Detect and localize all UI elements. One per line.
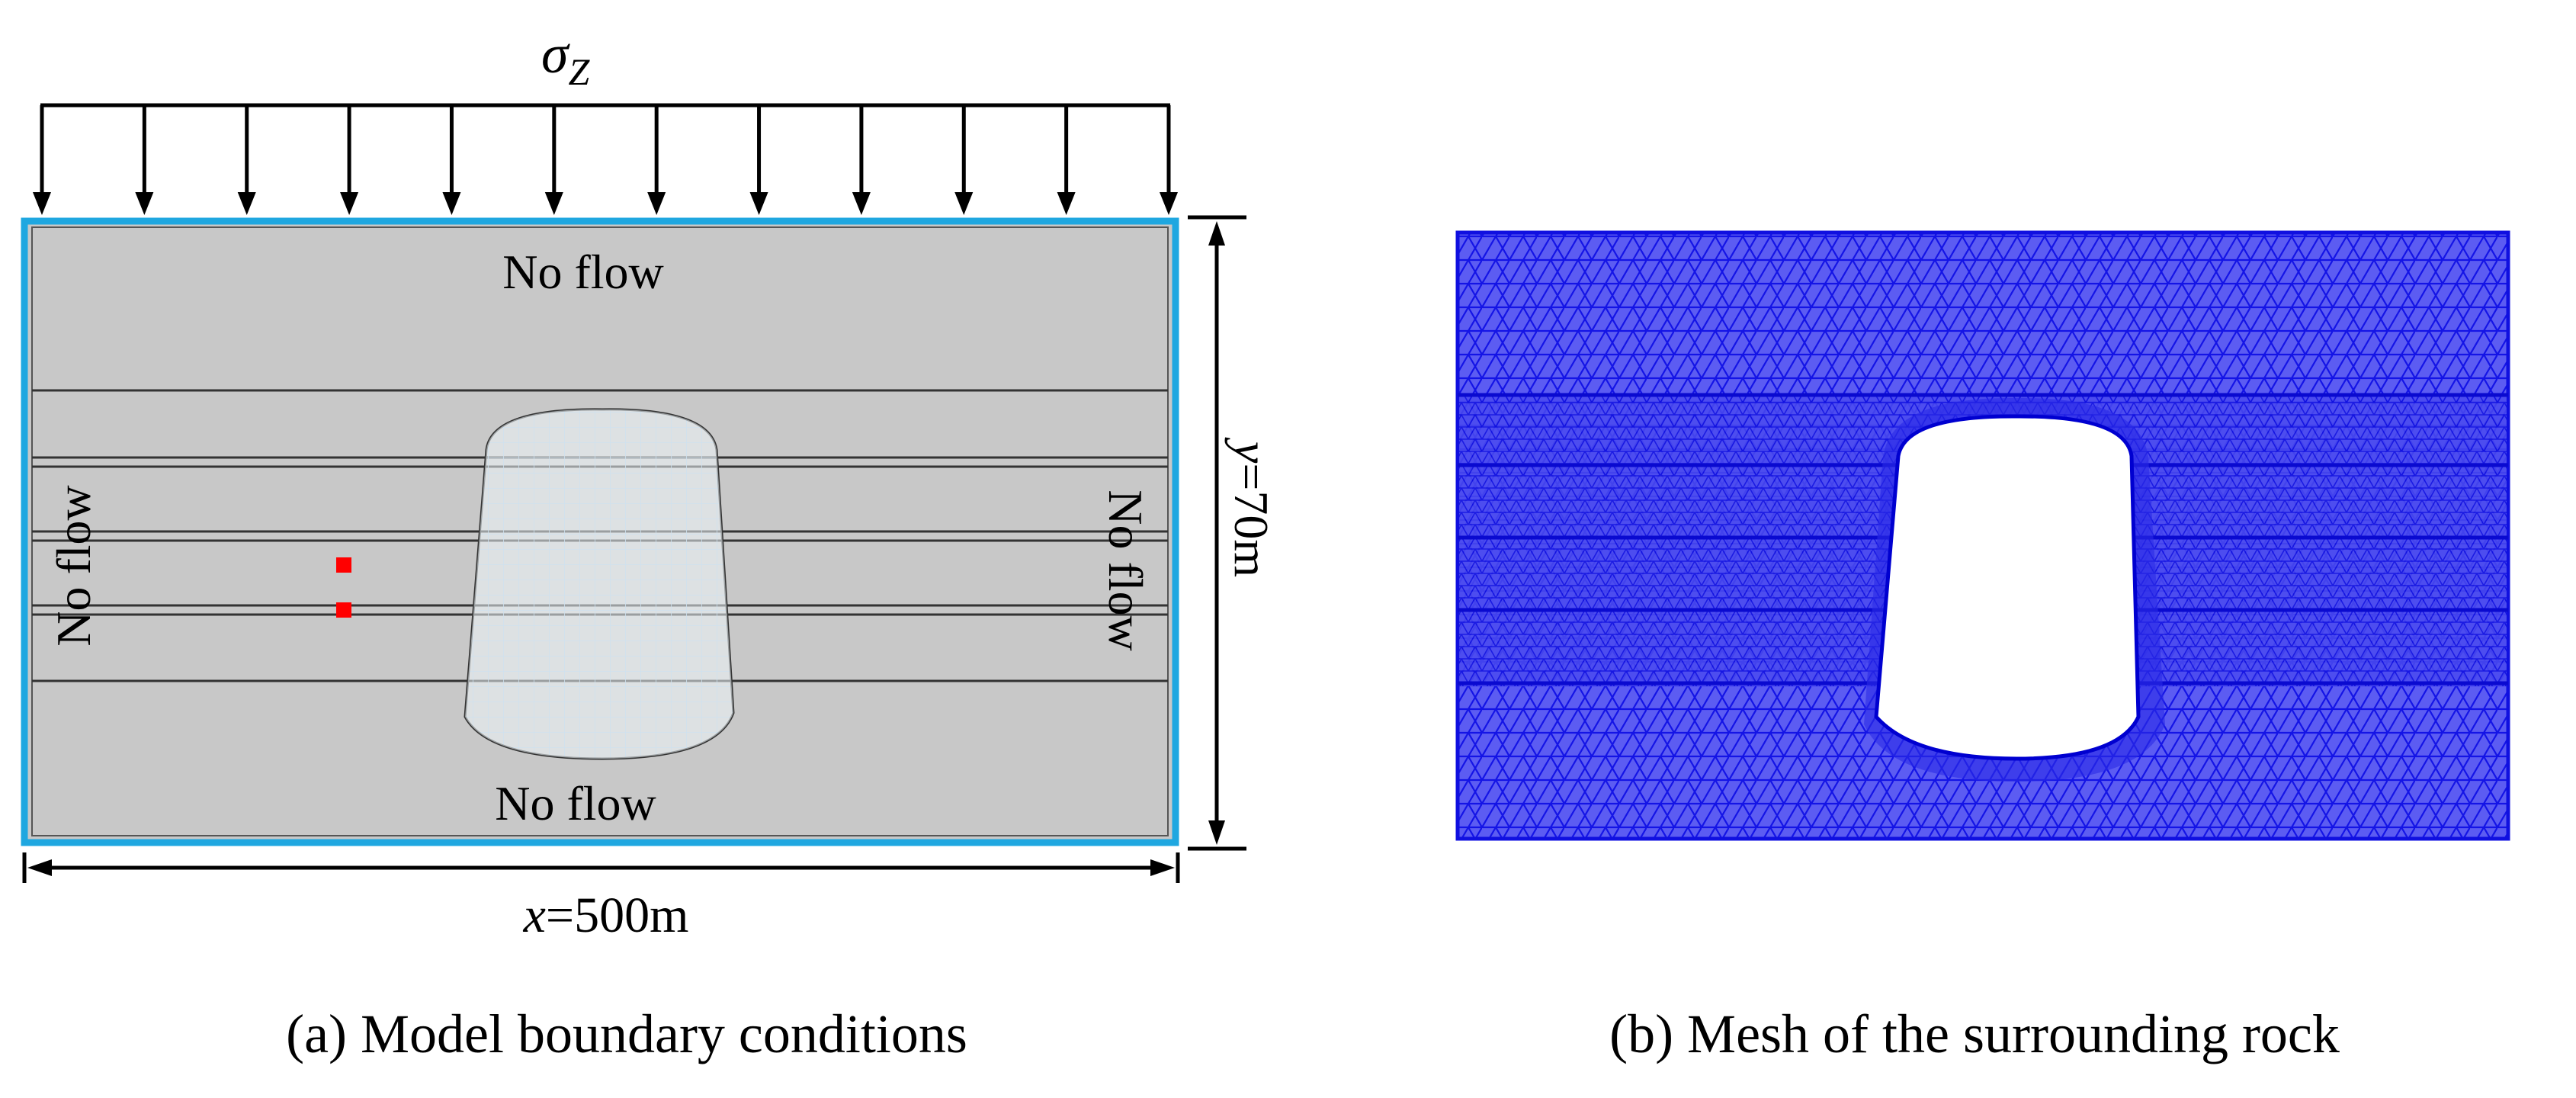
load-arrow-head [1057,192,1076,215]
load-label: σZ [541,24,591,93]
width-arrow-left [27,859,52,876]
height-arrow-top [1208,221,1225,246]
monitor-point-upper [336,557,351,573]
load-arrow-head [544,192,563,215]
monitor-point-lower [336,602,351,618]
width-arrow-right [1150,859,1175,876]
load-arrow-head [1160,192,1178,215]
excavation-fill [465,409,733,759]
panel-b-mesh: (b) Mesh of the surrounding rock [1455,230,2510,1064]
panel-a-model-boundary: σZ No flow No flow No flow No flow [21,24,1278,1064]
caption-b: (b) Mesh of the surrounding rock [1609,1003,2340,1064]
top-boundary-label: No flow [502,245,664,299]
height-dimension-label: y=70m [1224,437,1278,577]
height-dimension [1188,215,1246,851]
load-arrow-head [442,192,461,215]
bottom-boundary-label: No flow [495,776,656,830]
width-dimension-label: x=500m [523,888,689,943]
load-arrows [33,105,1178,215]
load-arrow-head [237,192,256,215]
load-arrow-head [749,192,768,215]
load-arrow-head [33,192,51,215]
load-arrow-head [340,192,359,215]
load-arrow-head [852,192,871,215]
load-arrow-head [135,192,154,215]
load-arrow-head [647,192,666,215]
load-arrow-head [954,192,974,215]
height-arrow-bottom [1208,820,1225,845]
right-boundary-label: No flow [1099,490,1153,651]
mesh-excavation-hole [1874,414,2141,761]
caption-a: (a) Model boundary conditions [286,1003,967,1064]
width-dimension [22,852,1180,883]
left-boundary-label: No flow [47,485,101,647]
